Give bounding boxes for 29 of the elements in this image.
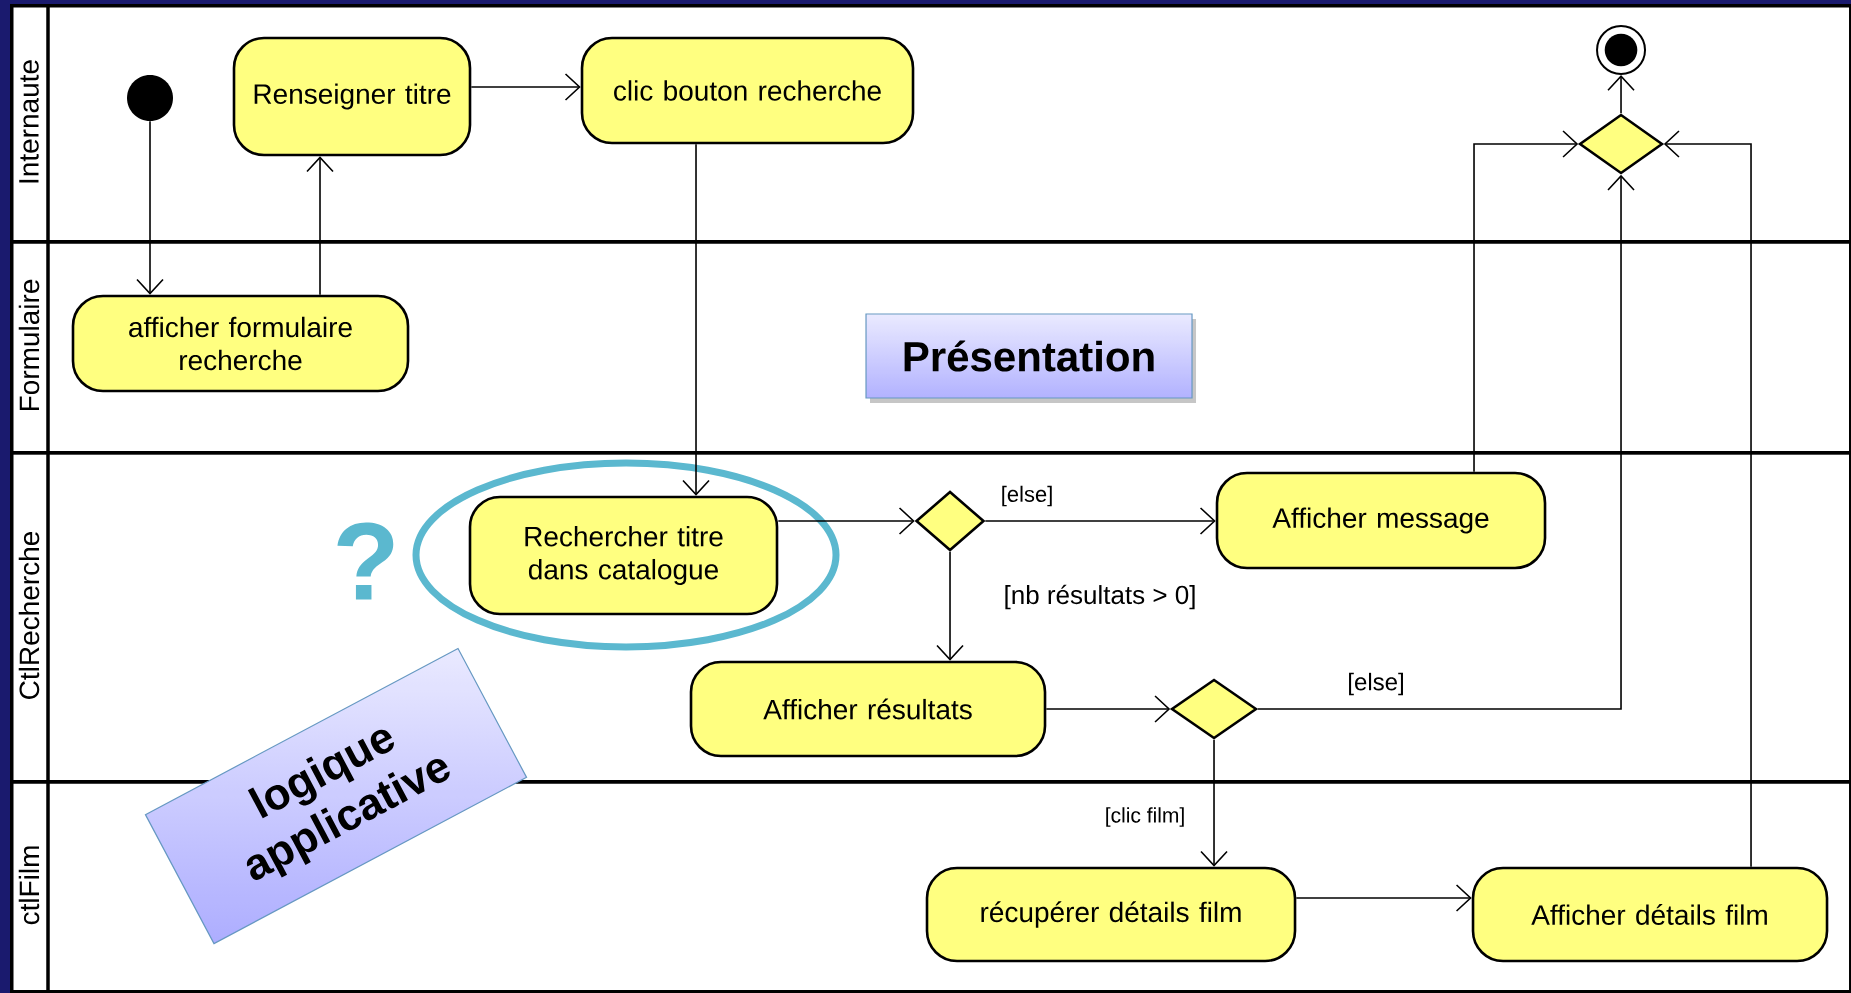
edge-label: [else] (999, 484, 1055, 508)
arrow (1663, 130, 1752, 868)
arrow (306, 156, 334, 296)
action-box: Afficher détails film (1471, 866, 1829, 963)
arrow (470, 73, 581, 101)
arrow (136, 120, 164, 295)
arrow (682, 143, 710, 496)
action-box: Afficher résultats (689, 660, 1047, 758)
note-box: Présentation (865, 313, 1196, 403)
action-box: afficher formulaire recherche (71, 294, 410, 393)
edge-label: [else] (1345, 671, 1407, 697)
action-box: Rechercher titre dans catalogue (468, 495, 779, 616)
edge-label: [clic film] (1103, 805, 1187, 829)
arrow (777, 507, 915, 535)
action-box: Afficher message (1215, 471, 1547, 570)
action-box: Renseigner titre (232, 36, 472, 157)
arrow (936, 551, 964, 661)
end-node (1596, 25, 1646, 75)
start-node (127, 75, 173, 121)
arrow (1473, 130, 1579, 473)
arrow (1200, 739, 1228, 867)
action-box: récupérer détails film (925, 866, 1297, 963)
edge-label: [nb résultats > 0] (1002, 583, 1198, 611)
arrow (1257, 174, 1635, 710)
question-mark: ? (337, 522, 394, 600)
action-box: clic bouton recherche (580, 36, 915, 145)
arrow (1295, 884, 1472, 912)
arrow (984, 507, 1216, 535)
arrow (1045, 695, 1171, 723)
